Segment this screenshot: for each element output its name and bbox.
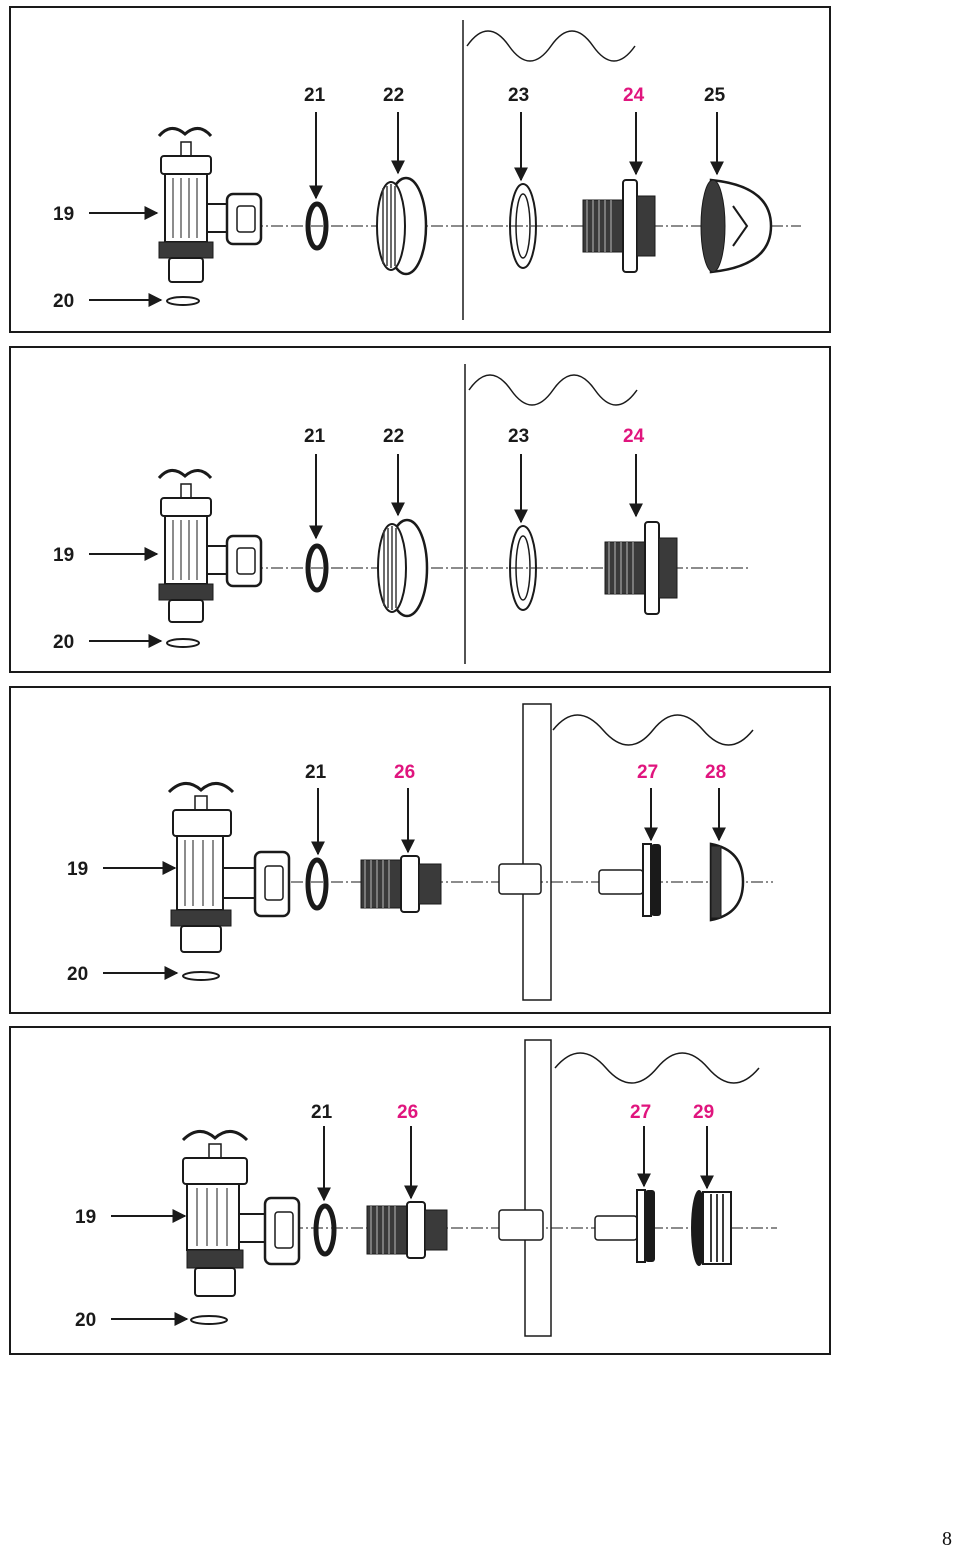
fitting-26 [360, 855, 442, 913]
label-20: 20 [75, 1310, 96, 1331]
label-27: 27 [630, 1102, 651, 1123]
label-20: 20 [53, 291, 74, 312]
gasket-23 [509, 525, 537, 611]
water-wave [466, 30, 636, 62]
label-20: 20 [67, 964, 88, 985]
label-26: 26 [394, 762, 415, 783]
diagram-panel-4: 19 20 21 26 27 29 [9, 1026, 831, 1355]
connector-24 [582, 179, 656, 273]
panel-4-drawing: 19 20 21 26 27 29 [75, 1039, 777, 1337]
label-27: 27 [637, 762, 658, 783]
pool-wall [524, 1039, 552, 1337]
label-21: 21 [305, 762, 327, 783]
label-19: 19 [75, 1207, 96, 1228]
label-29: 29 [693, 1102, 714, 1123]
valve-body [157, 469, 263, 623]
valve-body [181, 1130, 301, 1297]
fitting-27 [598, 843, 661, 917]
diagram-panel-1: 19 20 21 22 23 24 25 [9, 6, 831, 333]
diagram-panel-2: 19 20 21 22 23 24 [9, 346, 831, 673]
o-ring-21 [313, 1203, 337, 1257]
page-number: 8 [942, 1528, 952, 1550]
pool-wall [522, 703, 552, 1001]
diagram-panel-3: 19 20 21 26 27 28 [9, 686, 831, 1014]
label-23: 23 [508, 85, 529, 106]
o-ring-21 [305, 201, 329, 251]
o-ring-small [166, 296, 200, 306]
nut-22 [377, 518, 429, 618]
panel-2-drawing: 19 20 21 22 23 24 [53, 364, 749, 664]
connector-24 [604, 521, 678, 615]
label-21: 21 [311, 1102, 333, 1123]
label-22: 22 [383, 85, 404, 106]
fitting-27 [594, 1189, 655, 1263]
wall-pipe [498, 863, 542, 895]
nut-22 [376, 176, 428, 276]
label-26: 26 [397, 1102, 418, 1123]
label-20: 20 [53, 632, 74, 653]
o-ring-21 [305, 543, 329, 593]
valve-body [157, 127, 263, 283]
cover-25 [700, 178, 773, 274]
label-22: 22 [383, 426, 404, 447]
label-19: 19 [53, 545, 74, 566]
o-ring-small [190, 1315, 228, 1325]
label-24: 24 [623, 426, 645, 447]
fitting-26 [366, 1201, 448, 1259]
water-wave [468, 374, 638, 406]
water-wave [552, 714, 754, 746]
label-21: 21 [304, 426, 326, 447]
label-19: 19 [53, 204, 74, 225]
label-28: 28 [705, 762, 726, 783]
label-25: 25 [704, 85, 726, 106]
wall-pipe [498, 1209, 544, 1241]
o-ring-21 [305, 857, 329, 911]
label-24: 24 [623, 85, 645, 106]
o-ring-small [166, 638, 200, 648]
label-19: 19 [67, 859, 88, 880]
fitting-29 [691, 1190, 732, 1266]
label-21: 21 [304, 85, 326, 106]
panel-1-drawing: 19 20 21 22 23 24 25 [53, 20, 801, 320]
gasket-23 [509, 183, 537, 269]
water-wave [554, 1052, 760, 1084]
o-ring-small [182, 971, 220, 981]
panel-3-drawing: 19 20 21 26 27 28 [67, 703, 773, 1001]
cover-28 [709, 842, 745, 922]
valve-body [167, 782, 291, 953]
label-23: 23 [508, 426, 529, 447]
